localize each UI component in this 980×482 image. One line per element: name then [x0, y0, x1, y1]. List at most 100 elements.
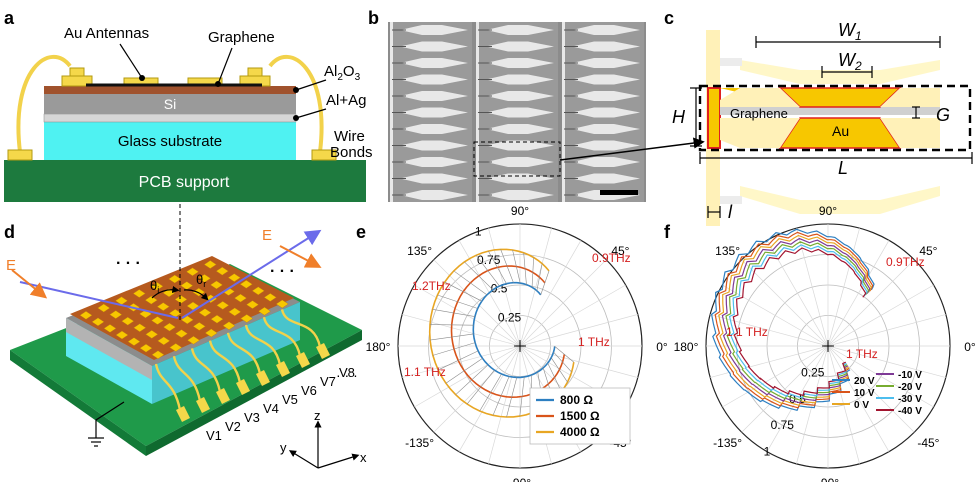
polar-spoke [827, 345, 890, 452]
axis-y-label: y [280, 440, 287, 455]
theta-r-arc [183, 289, 209, 301]
frequency-connector [466, 369, 495, 405]
polar-spoke [519, 314, 638, 347]
antenna-element-3d [263, 293, 277, 302]
wire-bond [226, 332, 262, 375]
theta-r-label: θr [196, 272, 206, 289]
voltage-label: V8 [339, 365, 355, 380]
frequency-label: 1 THz [846, 347, 878, 361]
sem-antenna [572, 124, 640, 134]
panel-b: b [368, 8, 705, 202]
antenna-element-3d [109, 310, 123, 319]
antenna-element-3d [168, 274, 182, 284]
frequency-connector [506, 377, 518, 418]
polar-spoke [827, 259, 915, 347]
frequency-connector [550, 357, 568, 383]
radial-tick-label: 0.75 [477, 253, 501, 267]
e-field-incident [11, 269, 48, 299]
wire-bond [208, 340, 242, 384]
polar-spoke [458, 345, 521, 452]
frequency-label: 0.9THz [886, 255, 925, 269]
reflected-ray [181, 229, 322, 319]
voltage-pad [256, 370, 270, 386]
frequency-connector [429, 324, 474, 326]
pcb-support [4, 160, 366, 202]
voltage-curve-4 [725, 241, 870, 402]
polar-spoke [827, 345, 915, 433]
polar-spoke [414, 345, 521, 408]
wire-bond [262, 316, 302, 357]
theta-i-arc [151, 285, 180, 299]
frequency-connector [547, 362, 562, 392]
sem-antenna [400, 41, 468, 52]
sem-antenna [486, 25, 554, 35]
antenna-element-3d [203, 260, 217, 269]
antenna-element-3d [198, 274, 211, 283]
polar-spoke [519, 345, 638, 378]
panel-a: a PCB support Glass substrate Si Au Ante… [4, 8, 373, 202]
angle-tick-label: 180° [366, 340, 391, 354]
antenna-element-3d [227, 273, 241, 282]
polar-spoke [519, 259, 607, 347]
antenna-element-3d [240, 314, 254, 323]
antenna-element-3d [145, 330, 159, 339]
au-antenna-top-edge [778, 87, 902, 108]
antenna-element-3d [150, 282, 164, 291]
graphene-strip [720, 107, 940, 115]
antenna-element-3d [91, 317, 105, 327]
glass-substrate [44, 122, 296, 160]
voltage-curve-5 [728, 244, 868, 399]
graphene-label: Graphene [208, 29, 275, 46]
sem-antenna [572, 173, 640, 184]
angle-tick-label: -135° [713, 436, 742, 450]
angle-tick-label: -135° [405, 436, 434, 450]
frequency-connector [455, 364, 489, 395]
frequency-connector [444, 281, 482, 302]
frequency-label: 1 THz [578, 335, 610, 349]
frequency-connector [432, 309, 475, 317]
antenna-element-3d [210, 280, 223, 290]
angle-tick-label: -90° [817, 476, 839, 482]
sem-antenna [486, 91, 554, 101]
frequency-connector [488, 250, 507, 284]
frequency-label: 1.1 THz [404, 365, 446, 379]
leader-dot [139, 75, 145, 81]
sem-bus-line [562, 22, 565, 202]
sem-antenna [400, 91, 468, 101]
polar-spoke [519, 228, 552, 347]
frequency-connector [475, 255, 500, 287]
sem-antenna [486, 58, 554, 68]
polar-spoke [741, 259, 829, 347]
sem-antenna [486, 41, 554, 52]
axis-y [288, 450, 319, 469]
unit-cell-box [698, 84, 972, 152]
polar-spoke [519, 240, 582, 347]
panel-e: e 90°45°0°-45°-90°-135°180°135°10.750.50… [356, 204, 668, 482]
voltage-label: V2 [225, 419, 241, 434]
panel-c: c W1 W2 H Graphene G Au [664, 8, 973, 226]
panel-label-c: c [664, 8, 674, 28]
legend-label: 20 V [854, 376, 875, 387]
antenna-element-3d [127, 337, 141, 346]
panel-d: d · · · E E θi θr · · · · · [4, 204, 367, 469]
legend-label: 4000 Ω [560, 425, 600, 439]
voltage-label: V5 [282, 392, 298, 407]
sem-antenna [400, 140, 468, 151]
sem-antenna [572, 25, 640, 35]
antenna-element-3d [175, 329, 188, 338]
sem-antenna [400, 124, 468, 134]
antenna-element-3d [157, 336, 171, 346]
voltage-pad [196, 397, 210, 413]
g-label: G [936, 105, 950, 125]
e-in-label: E [6, 257, 16, 274]
faded-antenna-bottom [740, 186, 940, 214]
angle-tick-label: 0° [656, 340, 668, 354]
sem-antenna [572, 74, 640, 85]
frequency-connector [464, 261, 494, 290]
legend-label: -30 V [898, 394, 922, 405]
sem-antenna [572, 107, 640, 118]
panel-label-b: b [368, 8, 379, 28]
voltage-curve-3 [721, 237, 871, 404]
